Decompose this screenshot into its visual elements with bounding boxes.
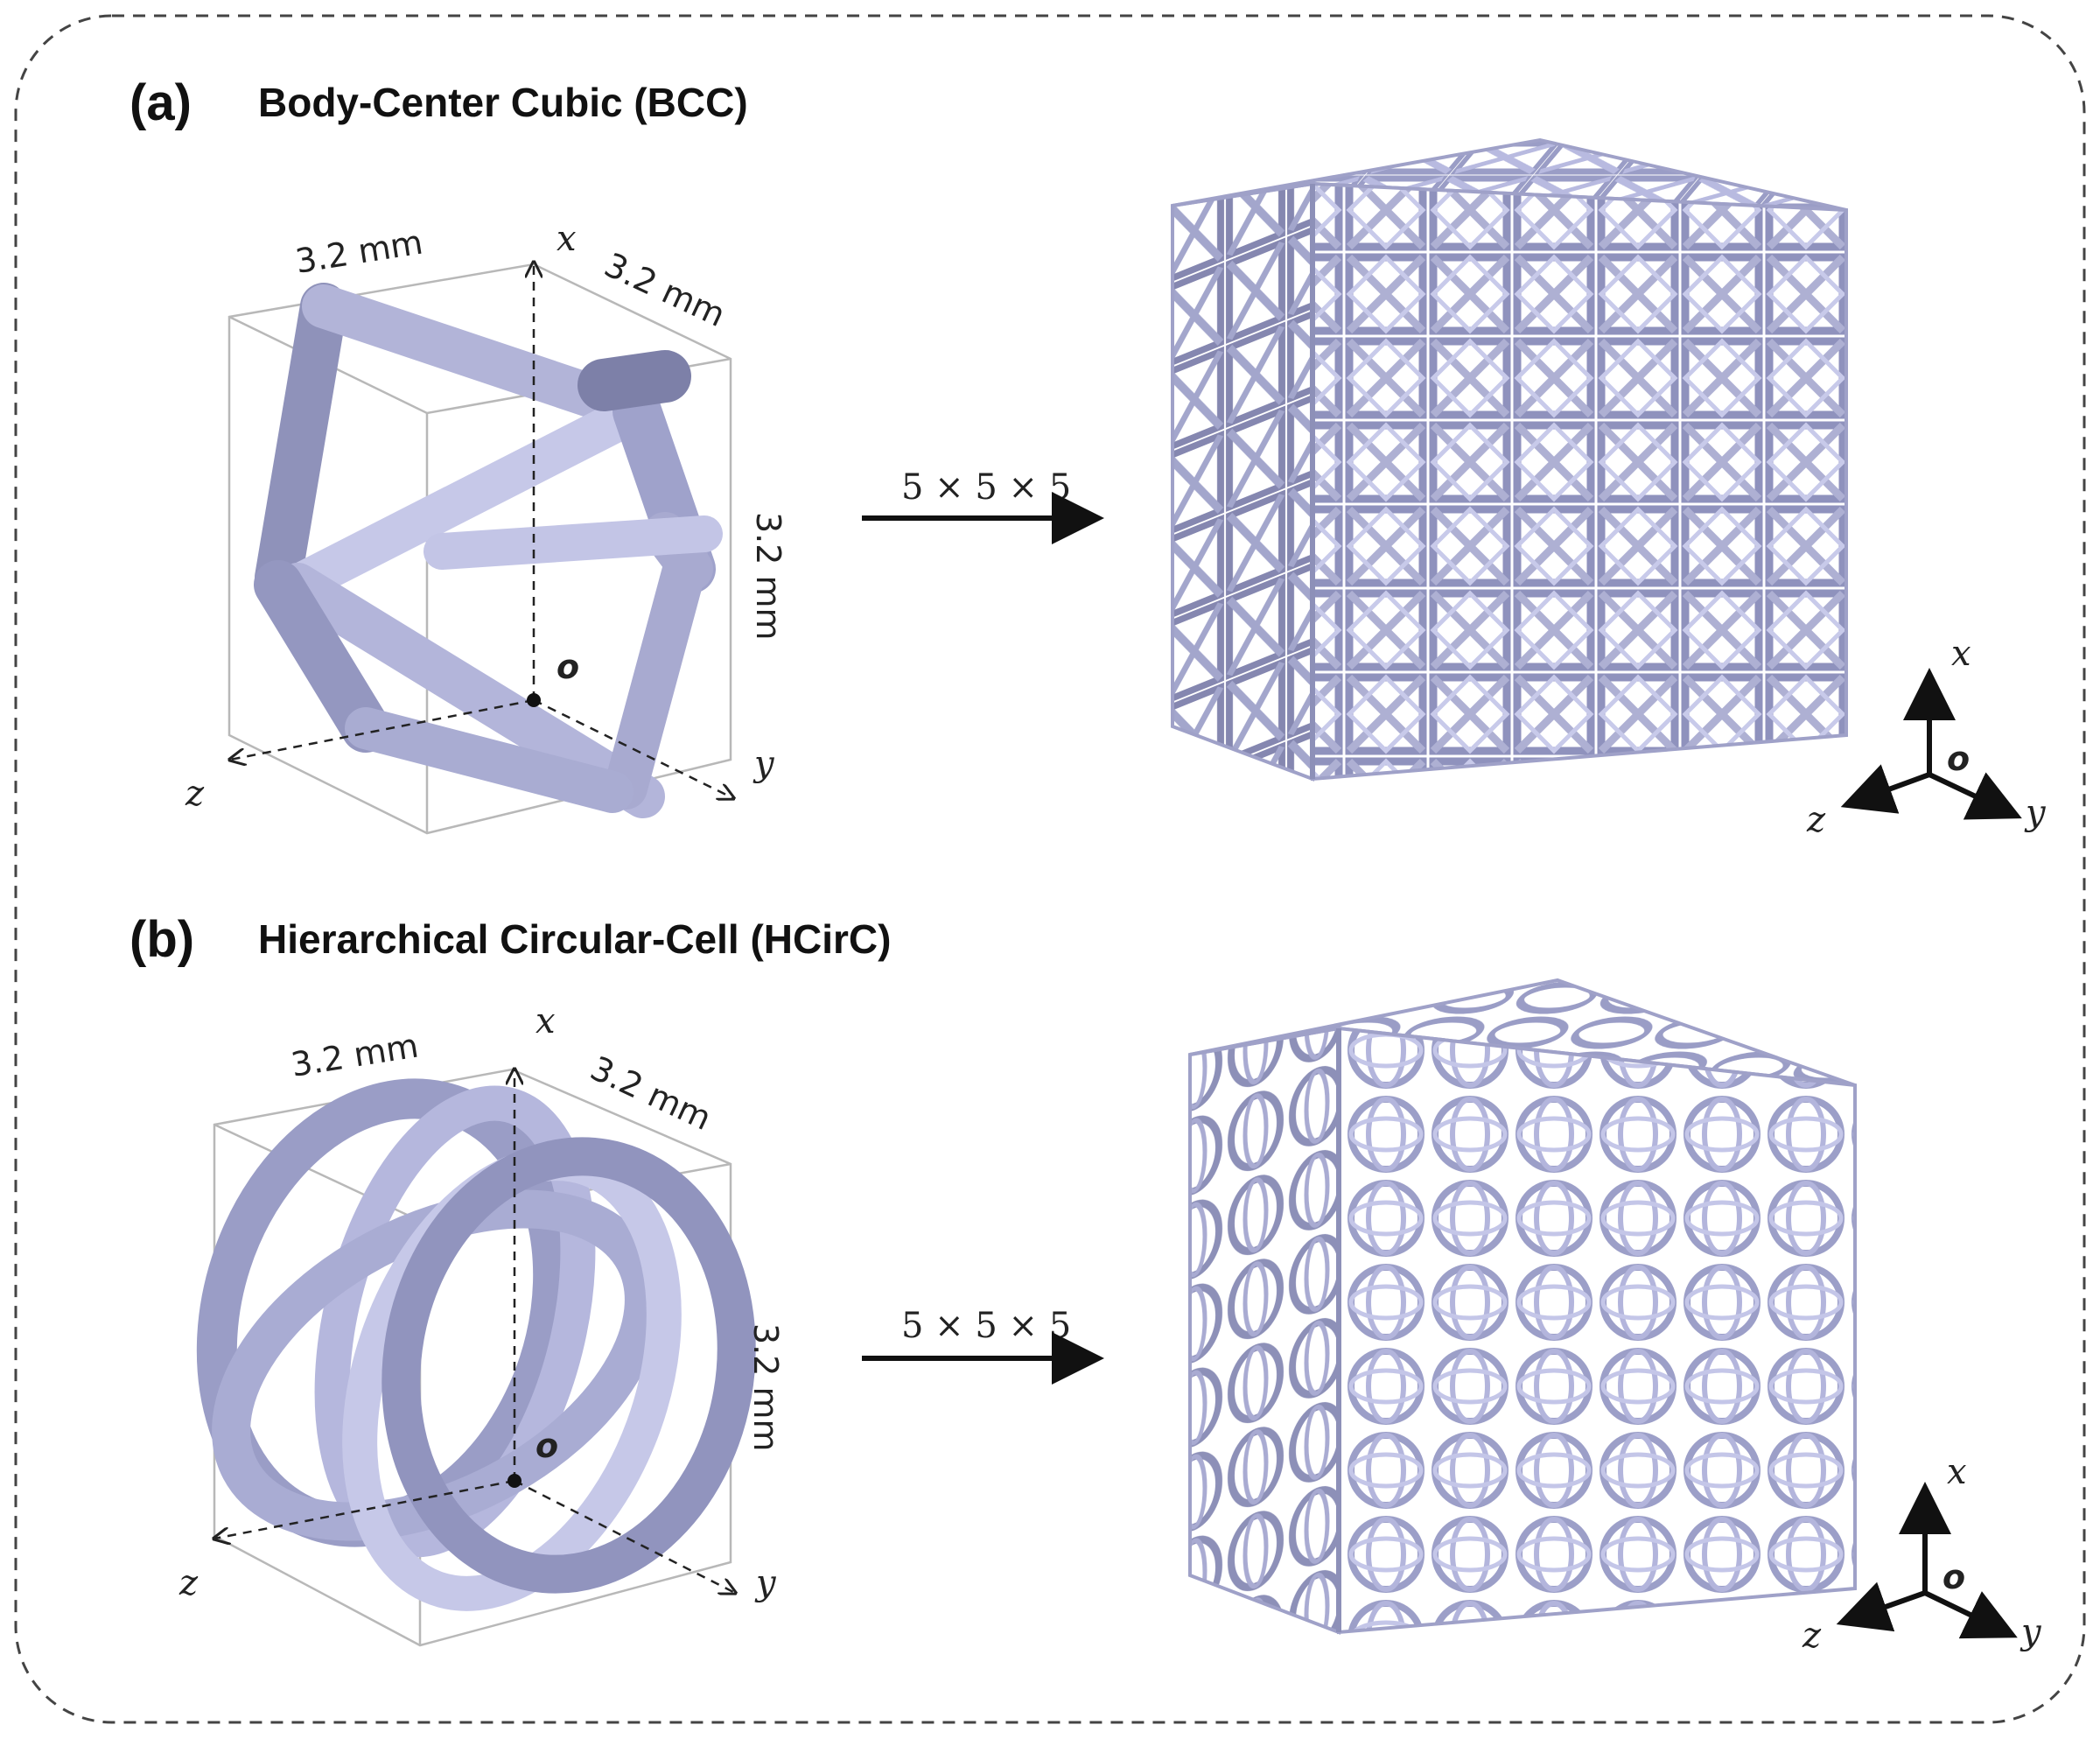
hcirc-origin-label: o: [536, 1427, 558, 1465]
hcirc-axis-triad: [1836, 1482, 2018, 1639]
bcc-unit-cell: [254, 283, 723, 818]
bcc-axis-y: y: [752, 744, 775, 784]
bcc-array-label: 5 × 5 × 5: [901, 467, 1071, 508]
bcc-origin-dot: [527, 693, 541, 707]
outer-frame: [14, 14, 2086, 1724]
hcirc-lattice-array: [1188, 978, 1857, 1635]
panel-a-label: (a): [130, 74, 192, 131]
hcirc-axis-x: x: [536, 1001, 556, 1041]
bcc-triad-x: x: [1951, 634, 1971, 674]
bcc-triad-y: y: [2024, 793, 2047, 833]
hcirc-triad-y: y: [2020, 1612, 2042, 1652]
bcc-lattice-array: [1171, 137, 1848, 782]
hcirc-origin-dot: [508, 1474, 522, 1488]
hcirc-triad-x: x: [1947, 1452, 1967, 1492]
panel-b-title: Hierarchical Circular-Cell (HCirC): [258, 916, 892, 962]
bcc-origin-label: o: [556, 648, 579, 686]
hcirc-triad-o: o: [1942, 1558, 1965, 1596]
bcc-axis-triad: [1840, 668, 2022, 820]
hcirc-array-label: 5 × 5 × 5: [901, 1306, 1071, 1346]
hcirc-axes: [214, 1069, 735, 1593]
hcirc-unit-cell: [196, 1078, 756, 1611]
hcirc-triad-z: z: [1802, 1616, 1822, 1656]
bcc-dim-top-right: 3.2 mm: [598, 245, 731, 334]
hcirc-dim-top-left: 3.2 mm: [289, 1027, 422, 1084]
hcirc-dim-vertical: 3.2 mm: [746, 1323, 785, 1452]
bcc-triad-z: z: [1806, 800, 1826, 840]
bcc-axis-z: z: [185, 774, 205, 814]
panel-a: x y z o 3.2 mm 3.2 mm 3.2 mm 5 × 5 × 5 x…: [185, 137, 2047, 840]
bcc-axes: [230, 263, 733, 798]
bcc-dim-vertical: 3.2 mm: [749, 512, 788, 641]
hcirc-axis-z: z: [178, 1563, 199, 1603]
hcirc-axis-y: y: [754, 1563, 777, 1603]
bcc-dim-top-left: 3.2 mm: [293, 223, 426, 281]
hcirc-dim-top-right: 3.2 mm: [584, 1048, 717, 1138]
bcc-axis-x: x: [556, 219, 577, 259]
bcc-triad-o: o: [1947, 740, 1970, 778]
panel-b: x y z o 3.2 mm 3.2 mm 3.2 mm 5 × 5 × 5 x…: [178, 978, 2042, 1656]
panel-b-label: (b): [130, 911, 195, 968]
panel-a-title: Body-Center Cubic (BCC): [258, 80, 748, 125]
